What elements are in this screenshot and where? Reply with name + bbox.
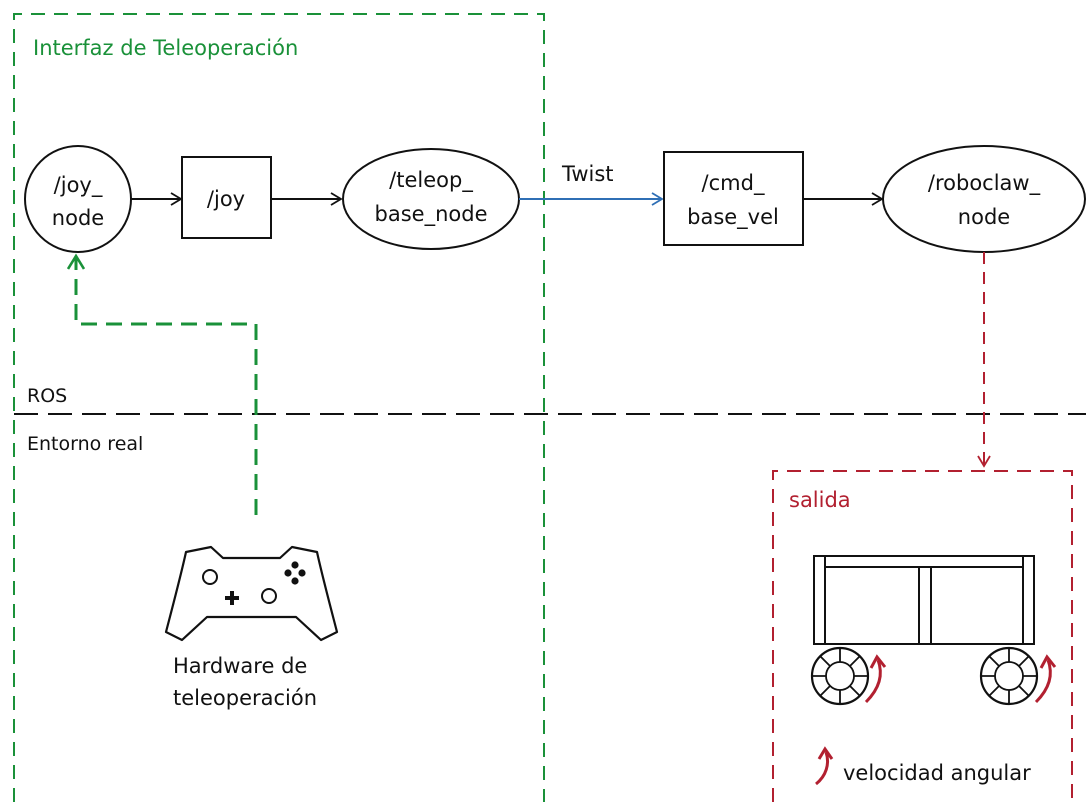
edge-hardware-to-joy-node [76, 256, 258, 515]
teleop-interface-region [13, 13, 545, 802]
gamepad-icon [164, 545, 339, 642]
cmd-topic-label-line2: base_vel [687, 205, 779, 230]
left-wheel-rotation-arrow-icon [864, 654, 887, 704]
joy-topic-label: /joy [207, 187, 245, 211]
cmd-topic-label-line1: /cmd_ [702, 171, 765, 196]
teleop-node-label-line1: /teleop_ [389, 168, 473, 193]
joy-topic[interactable]: /joy [181, 156, 272, 239]
joy-node[interactable]: /joy_ node [24, 145, 132, 253]
real-environment-label: Entorno real [27, 433, 143, 455]
roboclaw-node[interactable]: /roboclaw_ node [882, 145, 1086, 253]
angular-velocity-label: velocidad angular [843, 761, 1031, 785]
joy-node-label-line2: node [52, 206, 104, 230]
cmd-base-vel-topic[interactable]: /cmd_ base_vel [663, 151, 804, 246]
right-wheel-icon [979, 646, 1039, 706]
right-wheel-rotation-arrow-icon [1034, 654, 1057, 704]
hardware-label-line1: Hardware de [173, 654, 307, 678]
output-region [772, 470, 1073, 802]
teleop-base-node[interactable]: /teleop_ base_node [342, 148, 520, 250]
angular-velocity-icon [815, 746, 834, 786]
output-title: salida [789, 488, 851, 512]
teleop-node-label-line2: base_node [375, 202, 488, 227]
roboclaw-node-label-line2: node [958, 205, 1010, 229]
joy-node-label-line1: /joy_ [54, 173, 103, 198]
roboclaw-node-label-line1: /roboclaw_ [928, 171, 1041, 196]
ros-label: ROS [27, 385, 67, 407]
hardware-label-line2: teleoperación [173, 686, 317, 710]
left-wheel-icon [810, 646, 870, 706]
robot-cart-icon [810, 555, 1057, 706]
twist-label: Twist [561, 162, 614, 186]
teleop-interface-title: Interfaz de Teleoperación [33, 36, 298, 60]
